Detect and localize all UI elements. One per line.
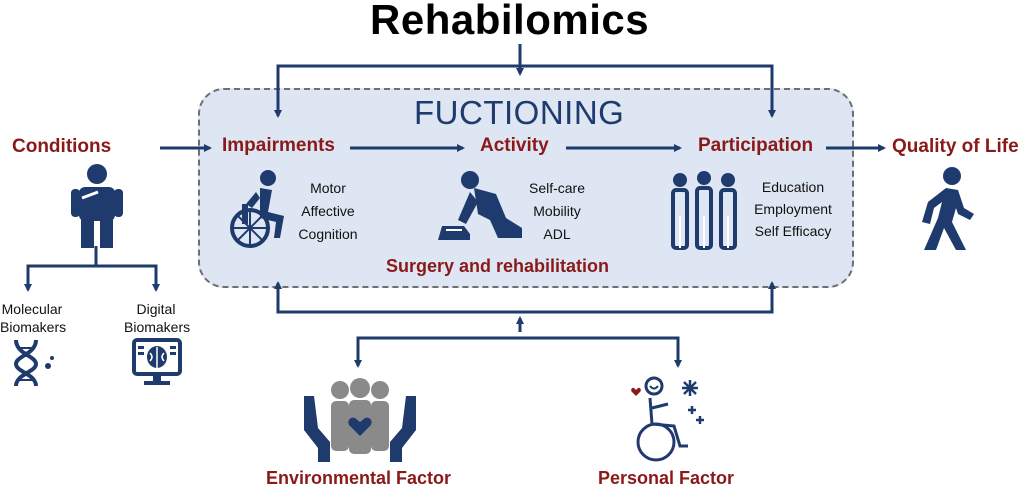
bottom-bracket-line — [276, 290, 774, 314]
factors-split-line — [356, 336, 680, 362]
participation-label: Participation — [698, 135, 814, 156]
dna-icon — [13, 339, 54, 387]
wheelchair-user-icon — [230, 170, 284, 248]
walking-person-icon — [922, 167, 974, 250]
personal-factor-label: Personal Factor — [598, 468, 735, 488]
person-holding-chest-icon — [71, 164, 123, 248]
impairments-label: Impairments — [222, 135, 335, 156]
molecular-line: Biomakers — [0, 319, 67, 335]
list-item: Self-care — [528, 180, 586, 196]
digital-line: Biomakers — [124, 319, 191, 335]
conditions-label: Conditions — [12, 136, 112, 157]
functioning-box — [198, 88, 854, 288]
happy-wheelchair-user-icon — [631, 376, 704, 462]
impairments-list: Motor Affective Cognition — [292, 180, 364, 249]
digital-line: Digital — [136, 301, 176, 317]
tying-shoe-icon — [438, 171, 522, 240]
top-bracket-line — [276, 64, 774, 114]
hands-supporting-people-icon — [304, 378, 416, 462]
list-item: Cognition — [298, 226, 358, 242]
participation-list: Education Employment Self Efficacy — [748, 179, 838, 245]
list-item: Mobility — [533, 203, 581, 219]
list-item: Affective — [301, 203, 355, 219]
list-item: Motor — [310, 180, 346, 196]
list-item: Employment — [754, 201, 832, 217]
activity-list: Self-care Mobility ADL — [524, 180, 590, 249]
quality-of-life-label: Quality of Life — [892, 136, 1019, 157]
environmental-factor-label: Environmental Factor — [266, 468, 452, 488]
biomarkers-split-line — [26, 264, 158, 284]
diagram-title: Rehabilomics — [370, 0, 650, 43]
functioning-title: FUCTIONING — [414, 94, 625, 131]
digital-biomarkers-label: Digital Biomakers — [124, 300, 191, 336]
activity-label: Activity — [480, 135, 549, 156]
list-item: Education — [761, 179, 825, 195]
list-item: Self Efficacy — [754, 223, 832, 239]
list-item: ADL — [543, 226, 571, 242]
group-of-people-icon — [671, 171, 737, 250]
molecular-line: Molecular — [1, 301, 63, 317]
surgery-rehabilitation-label: Surgery and rehabilitation — [386, 256, 610, 276]
brain-scan-monitor-icon — [132, 338, 182, 385]
molecular-biomarkers-label: Molecular Biomakers — [0, 300, 67, 336]
